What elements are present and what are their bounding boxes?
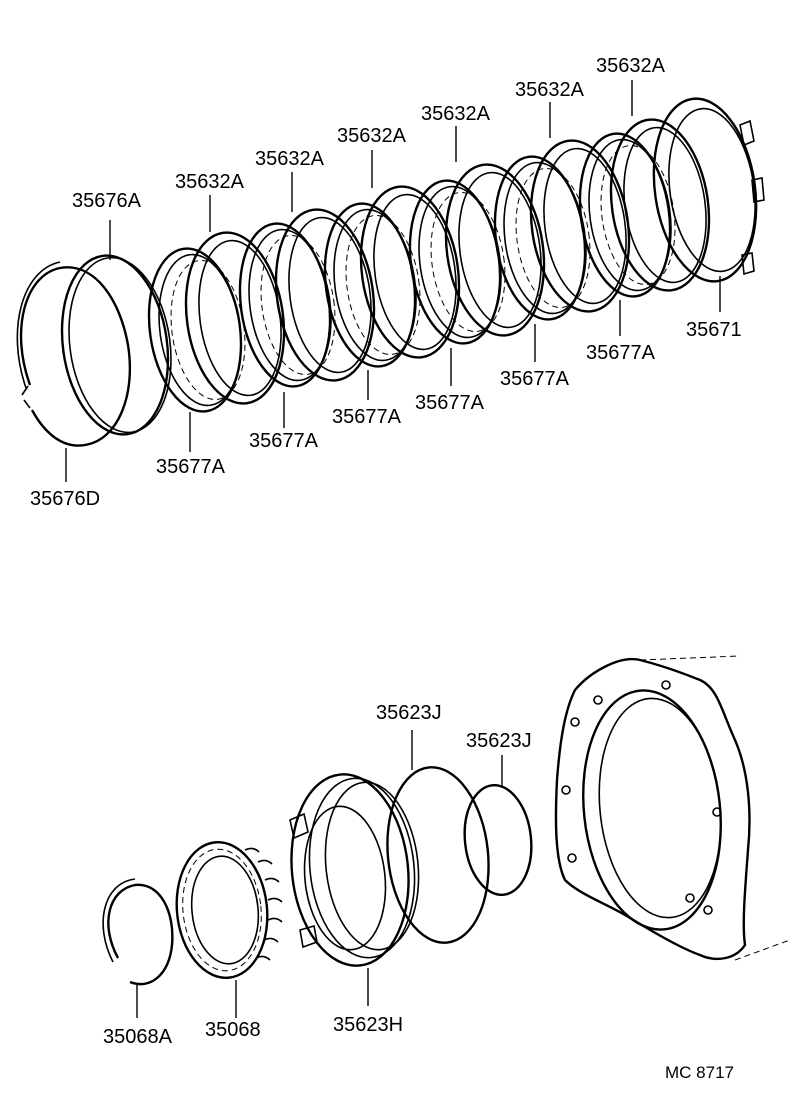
- lower-leader-lines: [136, 730, 503, 1018]
- label-35632A-1: 35632A: [175, 171, 245, 193]
- part-number-labels: 35676D 35676A 35632A 35632A 35632A 35632…: [30, 55, 742, 1082]
- piston-assembly: [102, 655, 791, 1018]
- label-35676A: 35676A: [72, 190, 142, 212]
- label-35068: 35068: [205, 1019, 261, 1041]
- label-35623J-outer: 35623J: [376, 702, 442, 724]
- upper-leader-lines: [65, 80, 721, 482]
- flange-plate-part: [60, 254, 172, 436]
- label-35632A-6: 35632A: [596, 55, 666, 77]
- label-35068A: 35068A: [103, 1026, 173, 1048]
- spring-retainer-part: [175, 841, 283, 979]
- snap-ring-top-part: [16, 261, 132, 447]
- piston-part: [289, 773, 420, 967]
- label-35623J-inner: 35623J: [466, 730, 532, 752]
- clutch-pack-assembly: [16, 80, 765, 482]
- friction-disc-stack: [184, 118, 711, 405]
- o-ring-inner-part: [463, 783, 533, 897]
- label-35671: 35671: [686, 319, 742, 341]
- label-35677A-5: 35677A: [500, 368, 570, 390]
- label-35632A-5: 35632A: [515, 79, 585, 101]
- label-35623H: 35623H: [333, 1014, 403, 1036]
- label-35632A-3: 35632A: [337, 125, 407, 147]
- label-35677A-4: 35677A: [415, 392, 485, 414]
- label-35677A-6: 35677A: [586, 342, 656, 364]
- label-35676D: 35676D: [30, 488, 100, 510]
- transmission-case-part: [554, 655, 791, 961]
- o-ring-outer-part: [386, 766, 490, 944]
- label-35632A-2: 35632A: [255, 148, 325, 170]
- snap-ring-bottom-part: [102, 878, 174, 986]
- pressure-plate-part: [652, 97, 765, 283]
- diagram-code: MC 8717: [665, 1063, 734, 1082]
- label-35677A-3: 35677A: [332, 406, 402, 428]
- label-35677A-1: 35677A: [156, 456, 226, 478]
- label-35632A-4: 35632A: [421, 103, 491, 125]
- label-35677A-2: 35677A: [249, 430, 319, 452]
